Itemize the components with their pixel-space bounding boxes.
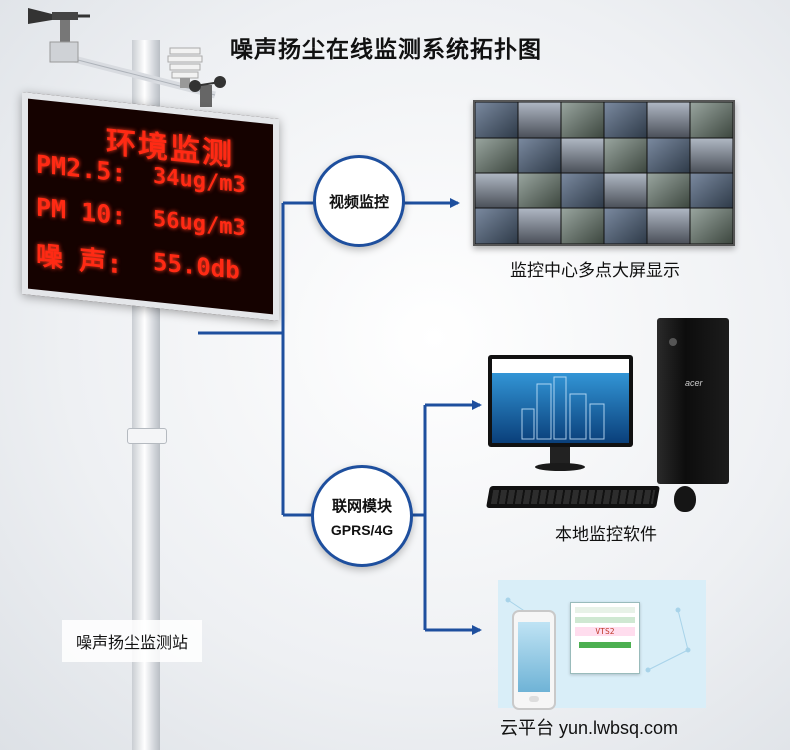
- video-wall-display: [473, 100, 735, 246]
- cloud-web-code: VTS2: [575, 627, 635, 636]
- cloud-phone-icon: [512, 610, 556, 710]
- monitor-stand: [550, 447, 570, 465]
- desktop-monitor: [488, 355, 633, 447]
- cloud-platform-caption: 云平台 yun.lwbsq.com: [500, 718, 679, 738]
- pc-brand-label: acer: [685, 378, 703, 388]
- pc-tower: acer: [657, 318, 729, 484]
- pole-clamp: [127, 428, 167, 444]
- video-monitor-node-label: 视频监控: [328, 193, 389, 211]
- cloud-platform-panel: VTS2: [498, 580, 706, 710]
- monitor-base: [535, 463, 585, 471]
- local-software-caption: 本地监控软件: [555, 525, 657, 544]
- weather-sensor-icon: [28, 8, 226, 107]
- network-module-node: 联网模块 GPRS/4G: [311, 465, 413, 567]
- network-module-node-sublabel: GPRS/4G: [330, 521, 394, 538]
- video-wall-caption: 监控中心多点大屏显示: [510, 261, 680, 280]
- monitor-screen-icon: [492, 359, 629, 443]
- mouse: [674, 486, 696, 512]
- station-label: 噪声扬尘监测站: [62, 620, 203, 662]
- video-wall-grid-icon: [475, 102, 733, 244]
- keyboard: [486, 486, 660, 508]
- network-module-node-label: 联网模块: [331, 497, 392, 515]
- pc-power-icon: [669, 338, 677, 346]
- cloud-web-window: VTS2: [570, 602, 640, 674]
- page-title: 噪声扬尘在线监测系统拓扑图: [230, 36, 542, 62]
- video-monitor-node: 视频监控: [313, 155, 405, 247]
